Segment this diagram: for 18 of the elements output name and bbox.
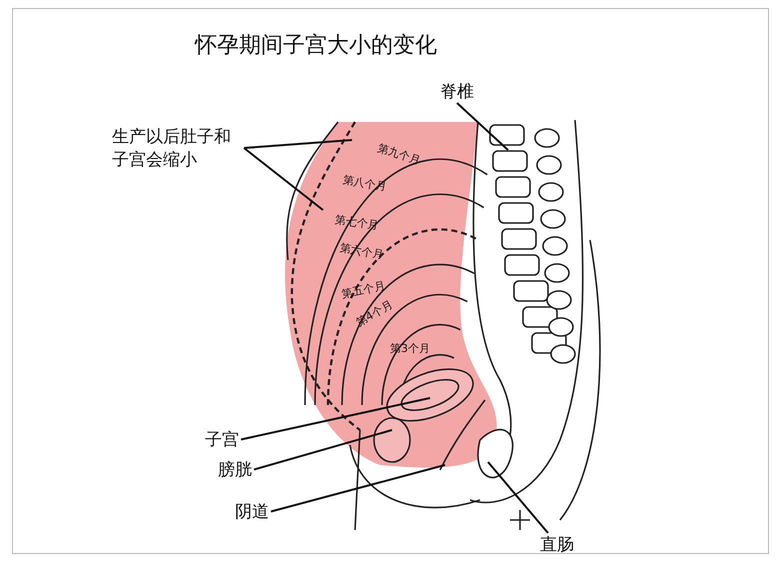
month-label: 第九个月 [376, 140, 422, 168]
leader-line [270, 464, 446, 512]
leader-line [254, 429, 392, 470]
anatomy-label: 阴道 [235, 500, 269, 523]
month-label: 第六个月 [338, 240, 385, 263]
leader-line [244, 139, 352, 149]
anatomy-label: 直肠 [540, 533, 574, 556]
anatomy-label: 膀胱 [218, 458, 252, 481]
leader-line [243, 147, 324, 211]
anatomy-label: 脊椎 [440, 80, 474, 103]
diagram-title: 怀孕期间子宫大小的变化 [195, 32, 437, 60]
month-label: 第七个月 [334, 212, 380, 234]
anatomy-label: 生产以后肚子和子宫会缩小 [112, 125, 242, 171]
leader-line [487, 461, 549, 534]
anatomy-label: 子宫 [205, 428, 239, 451]
leader-line [240, 397, 430, 440]
month-label: 第八个月 [342, 172, 388, 195]
leader-line [456, 102, 509, 151]
